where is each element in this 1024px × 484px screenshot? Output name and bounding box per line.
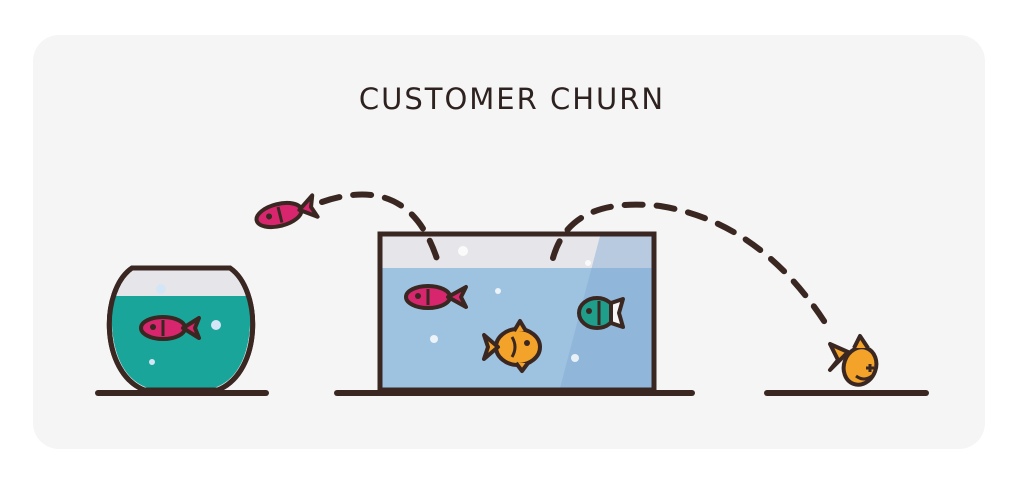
page-title: CUSTOMER CHURN <box>358 82 666 116</box>
green-fish-icon <box>577 296 625 330</box>
fishbowl-icon <box>106 265 256 393</box>
dead-fish-icon <box>828 334 879 387</box>
pink-fish-icon <box>404 284 468 310</box>
pink-fish-icon <box>254 193 320 230</box>
jump-trajectory <box>319 191 829 327</box>
orange-fish-icon <box>482 319 542 373</box>
pink-fish-icon <box>139 315 201 341</box>
